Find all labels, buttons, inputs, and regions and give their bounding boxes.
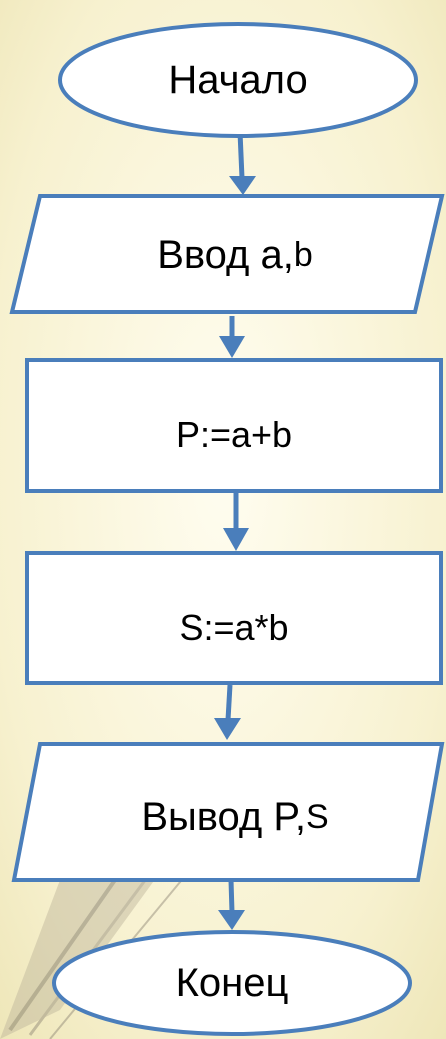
output-label-var: S (306, 797, 329, 836)
process-box-1 (25, 358, 443, 493)
process1-label: P:=a+b (175, 414, 293, 455)
start-label: Начало (168, 57, 308, 102)
input-parallelogram (9, 194, 445, 314)
flow-arrows (214, 131, 256, 930)
input-label: Ввод a,b (40, 222, 430, 288)
output-label: Вывод P,S (40, 784, 430, 850)
arrow-output-to-end (228, 879, 235, 913)
output-parallelogram (11, 742, 445, 882)
end-terminator (52, 930, 412, 1036)
input-label-main: Ввод a, (157, 232, 294, 277)
output-label-main: Вывод P, (141, 794, 306, 839)
end-label: Конец (175, 960, 289, 1005)
process-box-2 (25, 551, 443, 685)
arrow-start-to-input (237, 131, 245, 179)
arrow-process2-to-output (225, 684, 233, 721)
input-label-var: b (293, 235, 313, 274)
start-terminator (58, 22, 418, 138)
process2-label: S:=a*b (179, 607, 289, 648)
